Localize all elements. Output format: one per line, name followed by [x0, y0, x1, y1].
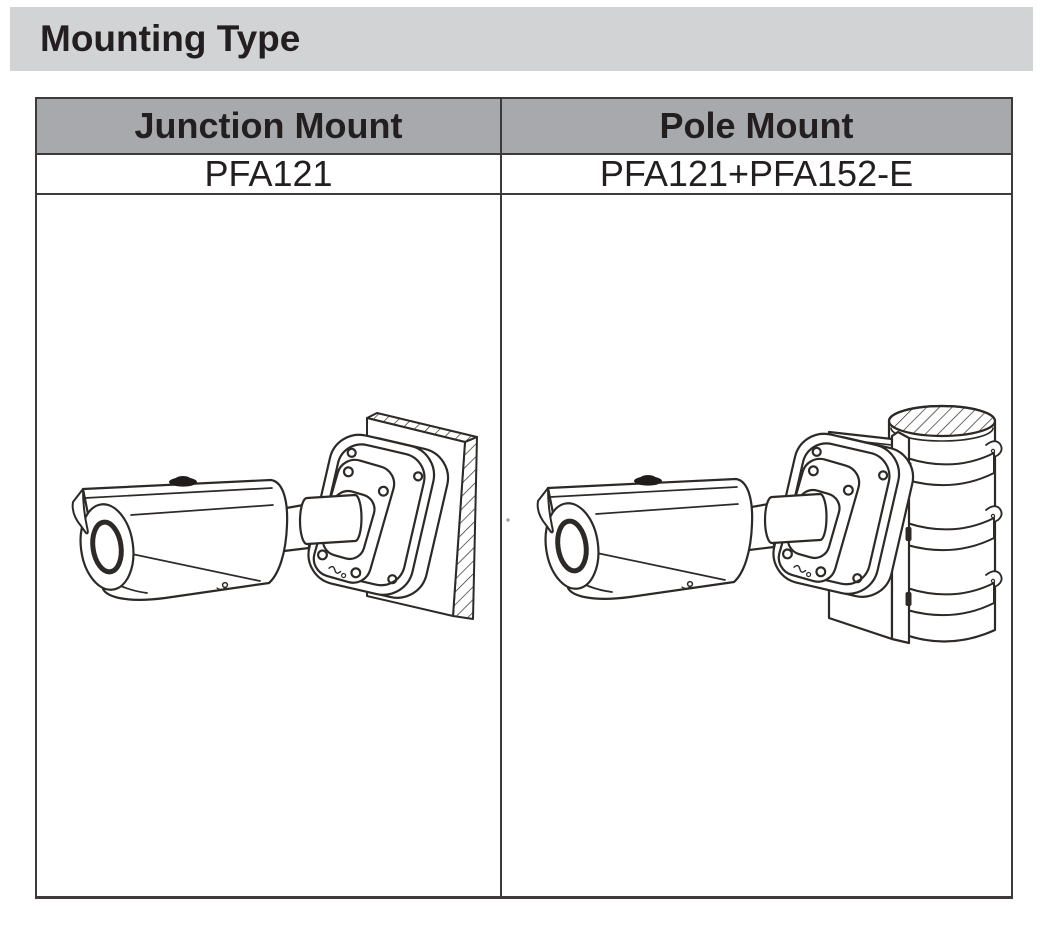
column-header-junction-mount: Junction Mount — [37, 99, 502, 155]
column-header-pole-mount: Pole Mount — [502, 99, 1011, 155]
mounting-type-table: Junction Mount Pole Mount PFA121 PFA121+… — [35, 97, 1013, 899]
bullet-camera-assembly — [73, 429, 454, 604]
junction-mount-illustration — [37, 412, 478, 620]
pole-mount-figure-cell — [502, 195, 1011, 896]
model-label-pole-mount: PFA121+PFA152-E — [502, 155, 1011, 195]
junction-mount-figure-cell — [37, 195, 502, 896]
pole-top-hatch — [887, 404, 997, 438]
section-title: Mounting Type — [40, 18, 301, 59]
bullet-camera-assembly — [538, 428, 919, 603]
model-label-junction-mount: PFA121 — [37, 155, 502, 195]
section-header: Mounting Type — [10, 7, 1033, 71]
print-speck — [506, 518, 510, 522]
pole-mount-illustration — [506, 404, 1003, 645]
